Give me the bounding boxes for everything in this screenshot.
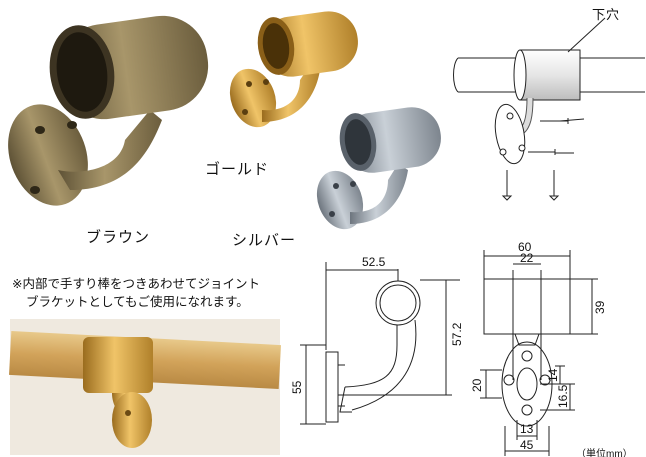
dim-front-14: 14: [546, 368, 560, 382]
dim-side-width: 52.5: [362, 255, 386, 269]
dim-front-45: 45: [520, 438, 534, 452]
brown-label: ブラウン: [86, 228, 151, 246]
dim-front-20: 20: [470, 378, 484, 392]
dim-side-height: 57.2: [450, 322, 464, 346]
unit-label: （単位mm）: [576, 447, 633, 457]
front-view-drawing: [480, 250, 598, 456]
silver-bracket-photo: [316, 107, 441, 230]
dim-front-inner: 22: [520, 251, 534, 265]
joint-photo: [9, 319, 281, 455]
gold-label: ゴールド: [205, 160, 270, 178]
note-line-2: ブラケットとしてもご使用になれます。: [26, 294, 249, 309]
brown-bracket-photo: [8, 15, 209, 206]
dim-side-base: 55: [290, 380, 304, 394]
install-diagram: [453, 17, 645, 201]
note-line-1: ※内部で手すり棒をつきあわせてジョイント: [12, 276, 260, 291]
dim-front-width: 60: [518, 240, 532, 254]
side-view-drawing: [300, 262, 460, 425]
gold-bracket-photo: [229, 11, 358, 128]
hole-label: 下穴: [592, 8, 621, 23]
dim-front-13: 13: [520, 422, 534, 436]
dim-front-16-5: 16.5: [556, 384, 570, 408]
silver-label: シルバー: [232, 231, 297, 249]
dim-front-cup-height: 39: [593, 300, 607, 314]
